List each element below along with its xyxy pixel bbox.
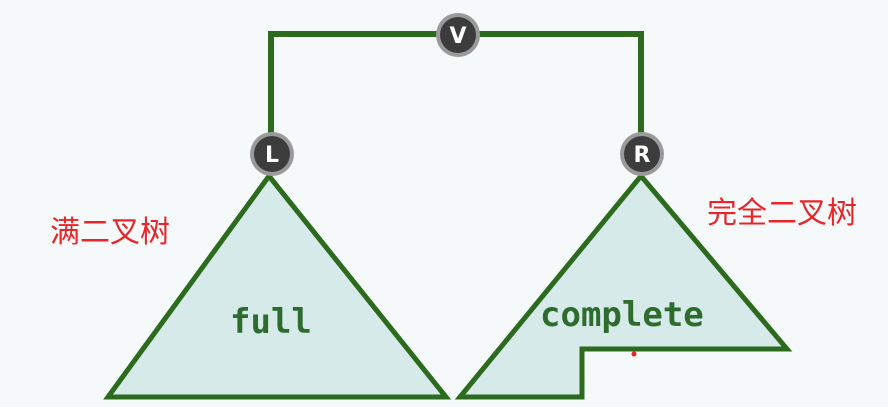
left-node: L bbox=[250, 132, 294, 176]
complete-binary-tree-annotation: 完全二叉树 bbox=[707, 196, 857, 231]
complete-subtree-label: complete bbox=[540, 295, 704, 335]
right-node-label: R bbox=[634, 143, 651, 168]
full-binary-tree-annotation: 满二叉树 bbox=[50, 215, 170, 250]
right-node: R bbox=[620, 132, 664, 176]
complete-subtree-triangle bbox=[454, 172, 793, 400]
left-node-label: L bbox=[265, 143, 279, 168]
full-subtree-label: full bbox=[230, 302, 312, 342]
root-node-label: V bbox=[449, 24, 466, 49]
red-marker-dot bbox=[631, 351, 637, 357]
full-subtree-triangle bbox=[103, 171, 452, 400]
root-node: V bbox=[436, 13, 480, 57]
